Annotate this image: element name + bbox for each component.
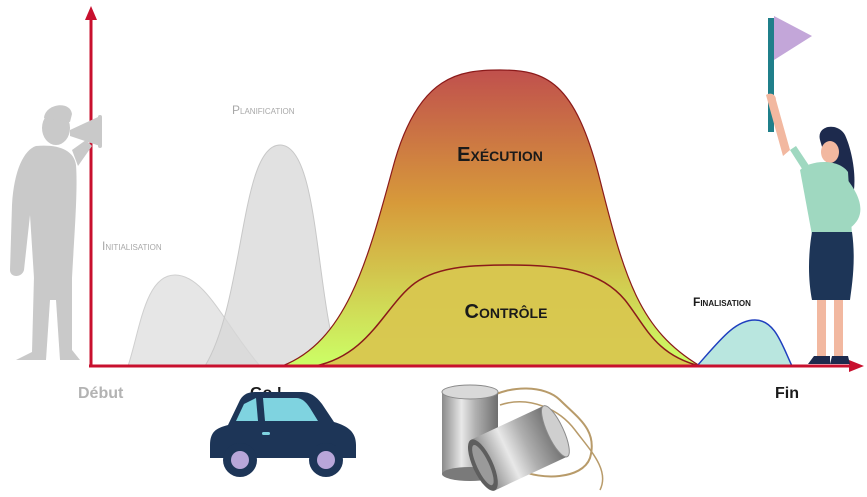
label-finalisation: Finalisation: [693, 295, 751, 309]
person-megaphone-icon: [10, 105, 102, 360]
woman-with-flag-icon: [766, 16, 861, 364]
label-fin: Fin: [775, 385, 799, 402]
label-initialisation: Initialisation: [102, 239, 162, 253]
car-icon: [210, 392, 356, 477]
planification-curve: [204, 144, 341, 367]
y-axis-arrow: [85, 6, 97, 20]
x-axis-arrow: [849, 360, 864, 372]
tin-can-telephone-icon: [441, 384, 604, 491]
label-controle: Contrôle: [465, 301, 548, 323]
label-planification: Planification: [232, 103, 295, 117]
controle-curve: [314, 264, 701, 367]
label-debut: Début: [78, 385, 124, 402]
label-execution: Exécution: [457, 144, 543, 166]
finalisation-curve: [695, 319, 794, 367]
